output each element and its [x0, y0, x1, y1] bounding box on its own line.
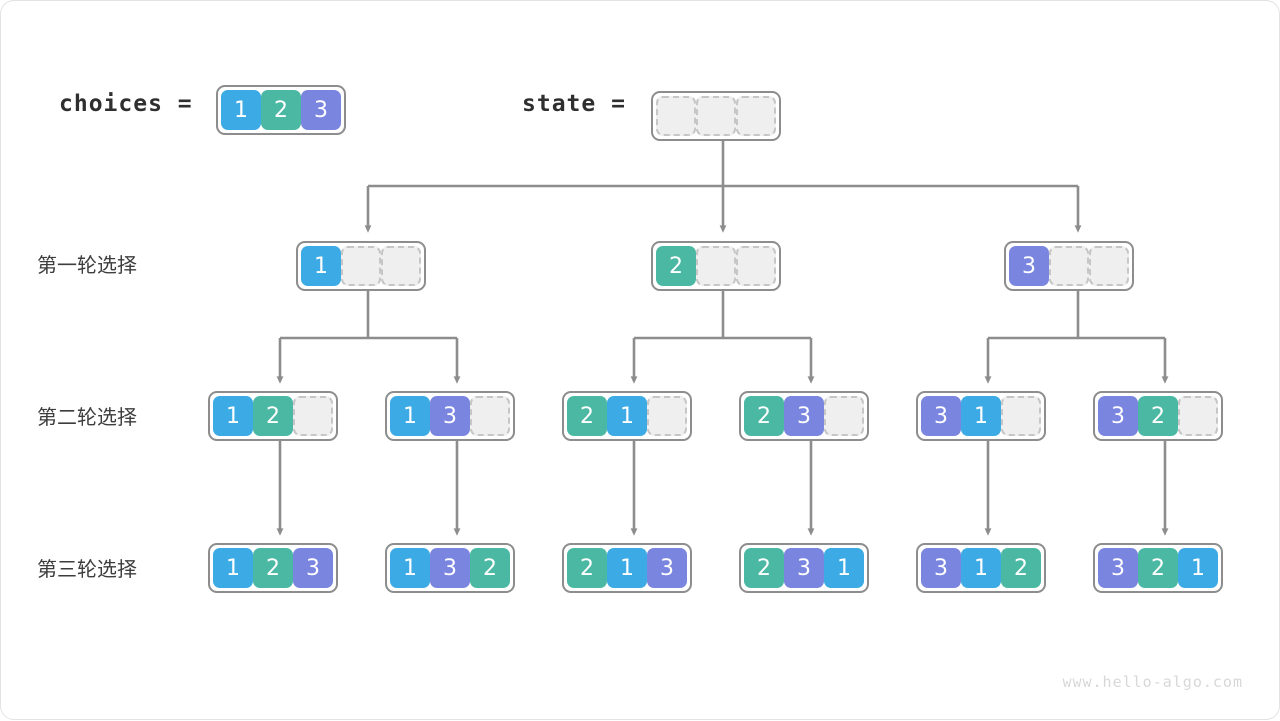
state-label: state =: [522, 91, 626, 117]
array-cell-filled: 2: [567, 548, 607, 588]
array-cell-empty: [470, 396, 510, 436]
array-cell-filled: 3: [301, 90, 341, 130]
array-cell-filled: 3: [430, 548, 470, 588]
array-cell-filled: 1: [961, 396, 1001, 436]
array-cell-filled: 1: [607, 396, 647, 436]
array-cell-filled: 1: [1178, 548, 1218, 588]
array-cell-filled: 3: [1098, 396, 1138, 436]
array-cell-empty: [736, 96, 776, 136]
row-label-round1: 第一轮选择: [37, 253, 137, 277]
array-cell-empty: [1001, 396, 1041, 436]
array-cell-filled: 2: [1138, 548, 1178, 588]
array-cell-filled: 3: [430, 396, 470, 436]
array-cell-filled: 3: [921, 396, 961, 436]
array-cell-filled: 3: [1009, 246, 1049, 286]
array-cell-empty: [824, 396, 864, 436]
array-cell-filled: 2: [567, 396, 607, 436]
array-cell-empty: [381, 246, 421, 286]
array-cell-filled: 3: [293, 548, 333, 588]
array-cell-filled: 2: [1138, 396, 1178, 436]
array-cell-filled: 1: [390, 548, 430, 588]
array-cell-filled: 2: [470, 548, 510, 588]
array-cell-filled: 2: [1001, 548, 1041, 588]
array-cell-empty: [341, 246, 381, 286]
array-cell-empty: [293, 396, 333, 436]
row-label-round2: 第二轮选择: [37, 405, 137, 429]
array-cell-filled: 2: [253, 548, 293, 588]
watermark: www.hello-algo.com: [1062, 673, 1243, 691]
array-cell-filled: 1: [301, 246, 341, 286]
array-cell-empty: [1049, 246, 1089, 286]
array-cell-empty: [1178, 396, 1218, 436]
array-cell-filled: 3: [647, 548, 687, 588]
array-cell-filled: 1: [221, 90, 261, 130]
choices-label: choices =: [59, 91, 193, 117]
array-cell-filled: 1: [213, 396, 253, 436]
array-cell-filled: 2: [744, 548, 784, 588]
array-cell-empty: [656, 96, 696, 136]
array-cell-empty: [1089, 246, 1129, 286]
array-cell-filled: 2: [253, 396, 293, 436]
node-2: 2: [651, 241, 781, 291]
array-cell-filled: 2: [656, 246, 696, 286]
node-1: 1: [296, 241, 426, 291]
array-cell-filled: 1: [390, 396, 430, 436]
array-cell-filled: 3: [1098, 548, 1138, 588]
array-cell-empty: [736, 246, 776, 286]
array-cell-empty: [647, 396, 687, 436]
array-cell-filled: 2: [744, 396, 784, 436]
array-cell-filled: 2: [261, 90, 301, 130]
array-cell-empty: [696, 96, 736, 136]
array-cell-filled: 3: [784, 396, 824, 436]
array-cell-filled: 1: [961, 548, 1001, 588]
array-cell-empty: [696, 246, 736, 286]
array-cell-filled: 3: [921, 548, 961, 588]
state-root: [651, 91, 781, 141]
node-3: 3: [1004, 241, 1134, 291]
array-cell-filled: 1: [213, 548, 253, 588]
array-cell-filled: 3: [784, 548, 824, 588]
array-cell-filled: 1: [607, 548, 647, 588]
array-cell-filled: 1: [824, 548, 864, 588]
row-label-round3: 第三轮选择: [37, 557, 137, 581]
